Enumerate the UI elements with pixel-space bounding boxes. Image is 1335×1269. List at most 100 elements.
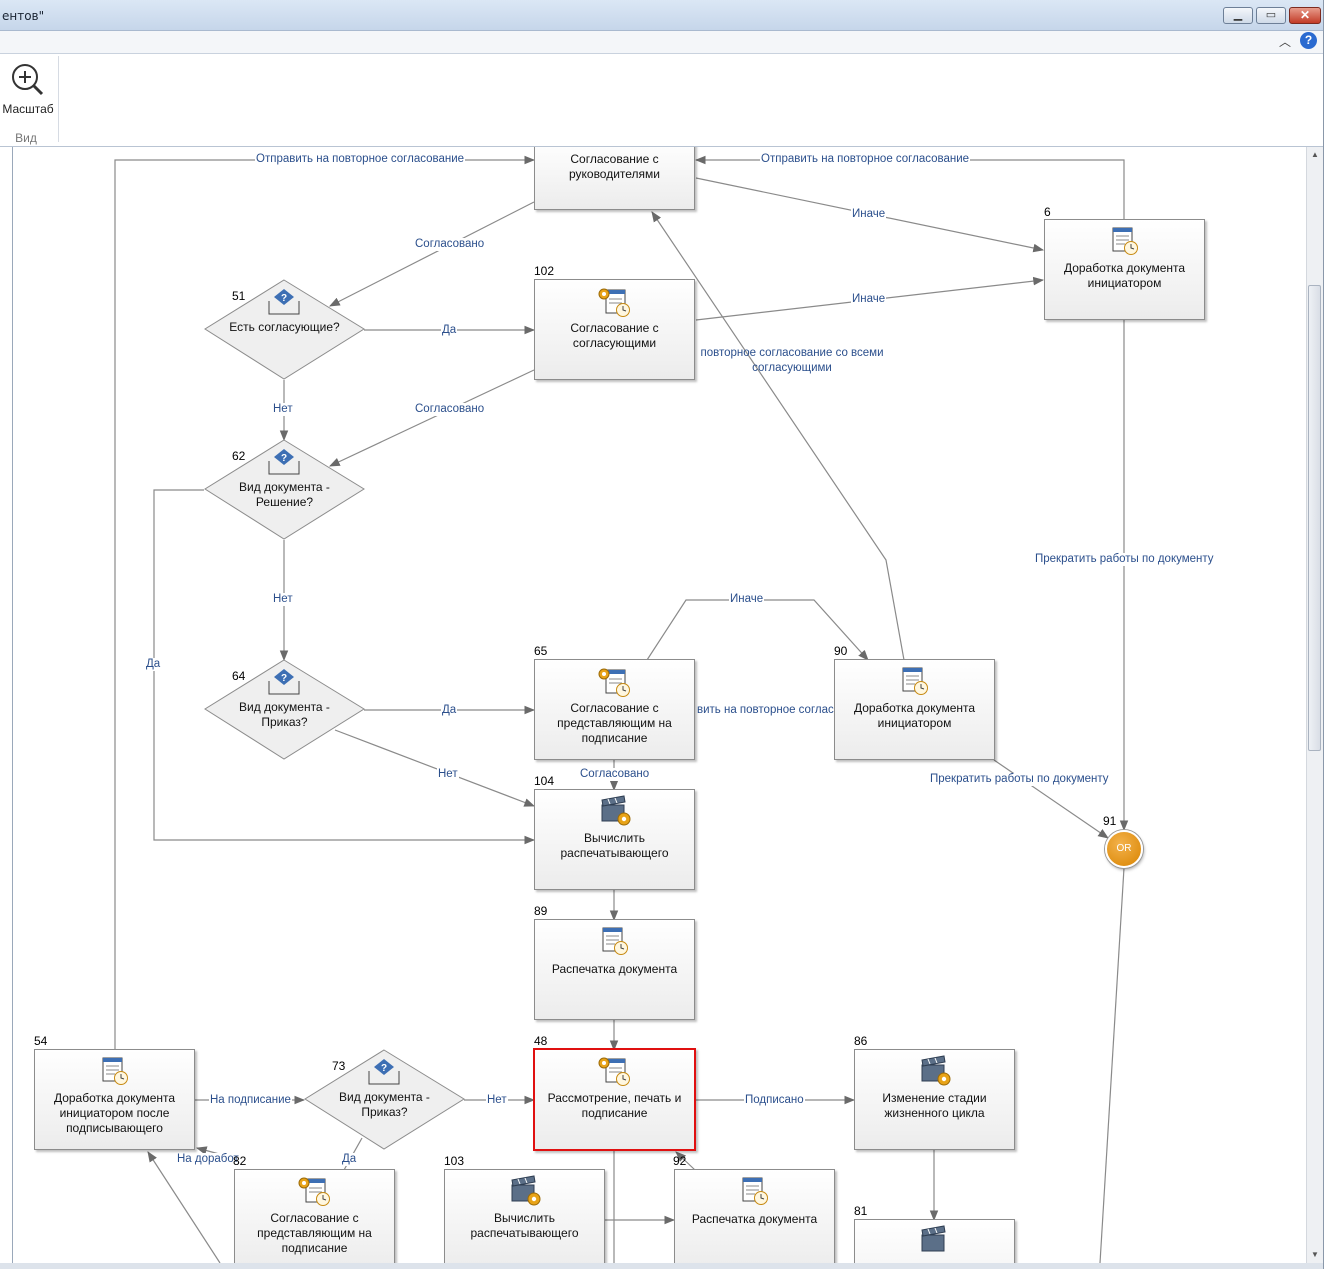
node-id: 89: [534, 904, 548, 918]
ribbon-tab-strip: [0, 31, 1323, 54]
title-bar: ентов" ▁ ▭ ✕: [0, 0, 1335, 31]
edge-resend-right: [694, 155, 1125, 220]
task-icon: [1112, 227, 1138, 255]
node-text: Вычислить распечатывающего: [470, 1211, 579, 1240]
zoom-button[interactable]: Масштаб: [0, 58, 56, 116]
decision-shape: ?: [304, 1049, 465, 1150]
edge-label-soglasovano-3: Согласовано: [579, 768, 651, 781]
node-text: Согласование с представляющим на подписа…: [557, 701, 672, 745]
task-node-89[interactable]: Распечатка документа: [534, 919, 695, 1020]
task-node-54[interactable]: Доработка документа инициатором после по…: [34, 1049, 195, 1150]
decision-text: Вид документа - Приказ?: [239, 700, 330, 729]
task-icon: [602, 927, 628, 955]
task-node-6[interactable]: Доработка документа инициатором: [1044, 219, 1205, 320]
svg-text:?: ?: [281, 453, 287, 464]
bottom-window-edge: [0, 1263, 1323, 1269]
close-button[interactable]: ✕: [1289, 7, 1321, 24]
edge-label-soglasovano-2: Согласовано: [414, 403, 486, 416]
edge-label-net-3: Нет: [437, 768, 459, 781]
decision-node-51[interactable]: ? Есть согласующие?: [204, 279, 365, 380]
edge-label-inache-2: Иначе: [851, 293, 887, 306]
decision-node-62[interactable]: ? Вид документа - Решение?: [204, 439, 365, 540]
group-label-view: Вид: [15, 131, 37, 145]
task-gear-icon: [298, 1177, 330, 1206]
node-id: 103: [444, 1154, 465, 1168]
task-icon: [902, 667, 928, 695]
decision-shape: ?: [204, 659, 365, 760]
edge-label-podpisano: Подписано: [744, 1094, 805, 1107]
edge-label-resend-all: повторное согласование со всеми согласую…: [700, 347, 884, 374]
decision-text: Вид документа - Решение?: [239, 480, 330, 509]
node-id: 90: [834, 644, 848, 658]
node-id: 86: [854, 1034, 868, 1048]
edge-soglasovano-2: [329, 369, 535, 467]
edge-resend-all: [651, 211, 905, 661]
node-text: Рассмотрение, печать и подписание: [547, 1091, 682, 1120]
edge-stop-2: [993, 759, 1109, 839]
task-node-approval-managers[interactable]: Согласование с руководителями: [534, 147, 695, 210]
edge-label-resend-right: Отправить на повторное согласование: [760, 153, 971, 166]
decision-node-64[interactable]: ? Вид документа - Приказ?: [204, 659, 365, 760]
maximize-button[interactable]: ▭: [1256, 7, 1286, 24]
edge-label-da-2: Да: [145, 658, 162, 671]
group-separator: [58, 56, 59, 142]
clapper-gear-icon: [921, 1055, 951, 1086]
node-id: 82: [233, 1154, 247, 1168]
zoom-label: Масштаб: [2, 102, 54, 116]
ribbon: Масштаб Вид: [0, 54, 1323, 147]
task-node-65[interactable]: Согласование с представляющим на подписа…: [534, 659, 695, 760]
script-node-104[interactable]: Вычислить распечатывающего: [534, 789, 695, 890]
task-node-92[interactable]: Распечатка документа: [674, 1169, 835, 1263]
script-node-86[interactable]: Изменение стадии жизненного цикла: [854, 1049, 1015, 1150]
task-node-102[interactable]: Согласование с согласующими: [534, 279, 695, 380]
help-icon[interactable]: ?: [1300, 32, 1317, 49]
task-node-48-selected[interactable]: Рассмотрение, печать и подписание: [533, 1048, 696, 1151]
edge-na-dorabotku: [147, 1151, 221, 1263]
clapper-gear-icon: [511, 1175, 541, 1206]
minimize-button[interactable]: ▁: [1223, 7, 1253, 24]
node-id: 91: [1103, 814, 1117, 828]
window-title: ентов": [2, 9, 45, 23]
edge-net-3: [334, 729, 536, 807]
task-gear-icon: [598, 288, 630, 317]
node-id: 54: [34, 1034, 48, 1048]
scroll-down-icon[interactable]: ▼: [1311, 1250, 1319, 1259]
edge-label-net-2: Нет: [272, 593, 294, 606]
node-id: 73: [332, 1059, 346, 1073]
vertical-scrollbar[interactable]: ▲ ▼: [1306, 147, 1323, 1263]
node-text: Распечатка документа: [691, 1212, 818, 1226]
task-node-90[interactable]: Доработка документа инициатором: [834, 659, 995, 760]
script-node-81[interactable]: [854, 1219, 1015, 1263]
clapper-gear-icon: [601, 795, 631, 826]
node-id: 6: [1044, 205, 1051, 219]
decision-text: Вид документа - Приказ?: [339, 1090, 430, 1119]
task-gear-icon: [598, 668, 630, 697]
svg-text:?: ?: [281, 293, 287, 304]
edge-label-stop-2: Прекратить работы по документу: [929, 773, 1110, 786]
task-node-82[interactable]: Согласование с представляющим на подписа…: [234, 1169, 395, 1263]
edge-label-resend-partial: вить на повторное согласо: [696, 704, 834, 717]
node-text: Согласование с согласующими: [570, 321, 659, 350]
node-id: 102: [534, 264, 555, 278]
svg-text:?: ?: [381, 1063, 387, 1074]
node-text: Доработка документа инициатором после по…: [53, 1091, 176, 1135]
node-id: 64: [232, 669, 246, 683]
node-text: Распечатка документа: [551, 962, 678, 976]
left-panel: [0, 147, 13, 1269]
edge-label-net-1: Нет: [272, 403, 294, 416]
or-gateway-91[interactable]: OR: [1105, 830, 1143, 868]
node-text: Согласование с руководителями: [568, 152, 661, 181]
scroll-up-icon[interactable]: ▲: [1311, 150, 1319, 159]
edge-91-down: [1099, 867, 1125, 1263]
edge-label-soglasovano-1: Согласовано: [414, 238, 486, 251]
decision-shape: ?: [204, 279, 365, 380]
scroll-thumb[interactable]: [1308, 285, 1321, 751]
collapse-ribbon-icon[interactable]: ︿: [1279, 35, 1292, 49]
edge-label-da-1: Да: [441, 324, 458, 337]
task-gear-icon: [598, 1057, 630, 1086]
svg-text:?: ?: [281, 673, 287, 684]
decision-node-73[interactable]: ? Вид документа - Приказ?: [304, 1049, 465, 1150]
diagram-canvas[interactable]: Отправить на повторное согласование Отпр…: [13, 147, 1306, 1263]
script-node-103[interactable]: Вычислить распечатывающего: [444, 1169, 605, 1263]
edge-92-48: [675, 1151, 696, 1171]
